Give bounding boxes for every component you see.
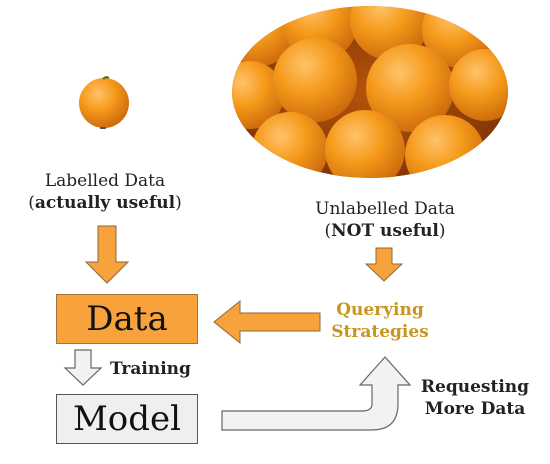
data-box: Data: [56, 294, 198, 344]
training-label: Training: [110, 359, 191, 379]
labelled-data-title: Labelled Data: [44, 171, 166, 191]
single-orange-image: [79, 76, 129, 129]
arrow-down-labelled-to-data: [84, 225, 130, 284]
arrow-curved-requesting: [221, 356, 412, 431]
querying-strategies-label: Querying Strategies: [331, 300, 429, 342]
data-box-label: Data: [86, 299, 168, 339]
unlabelled-data-caption: Unlabelled Data (NOT useful): [275, 198, 495, 242]
arrow-down-unlabelled-to-querying: [364, 247, 404, 282]
labelled-data-caption: Labelled Data (actually useful): [5, 170, 205, 214]
orange-pile-image: [232, 6, 508, 178]
model-box: Model: [56, 394, 198, 444]
labelled-data-note: (actually useful): [28, 193, 182, 213]
model-box-label: Model: [72, 399, 182, 439]
requesting-more-data-label: Requesting More Data: [420, 377, 530, 419]
unlabelled-data-note: (NOT useful): [324, 221, 446, 241]
arrow-left-querying-to-data: [213, 299, 321, 345]
unlabelled-data-title: Unlabelled Data: [315, 199, 455, 219]
arrow-down-training: [63, 349, 103, 386]
